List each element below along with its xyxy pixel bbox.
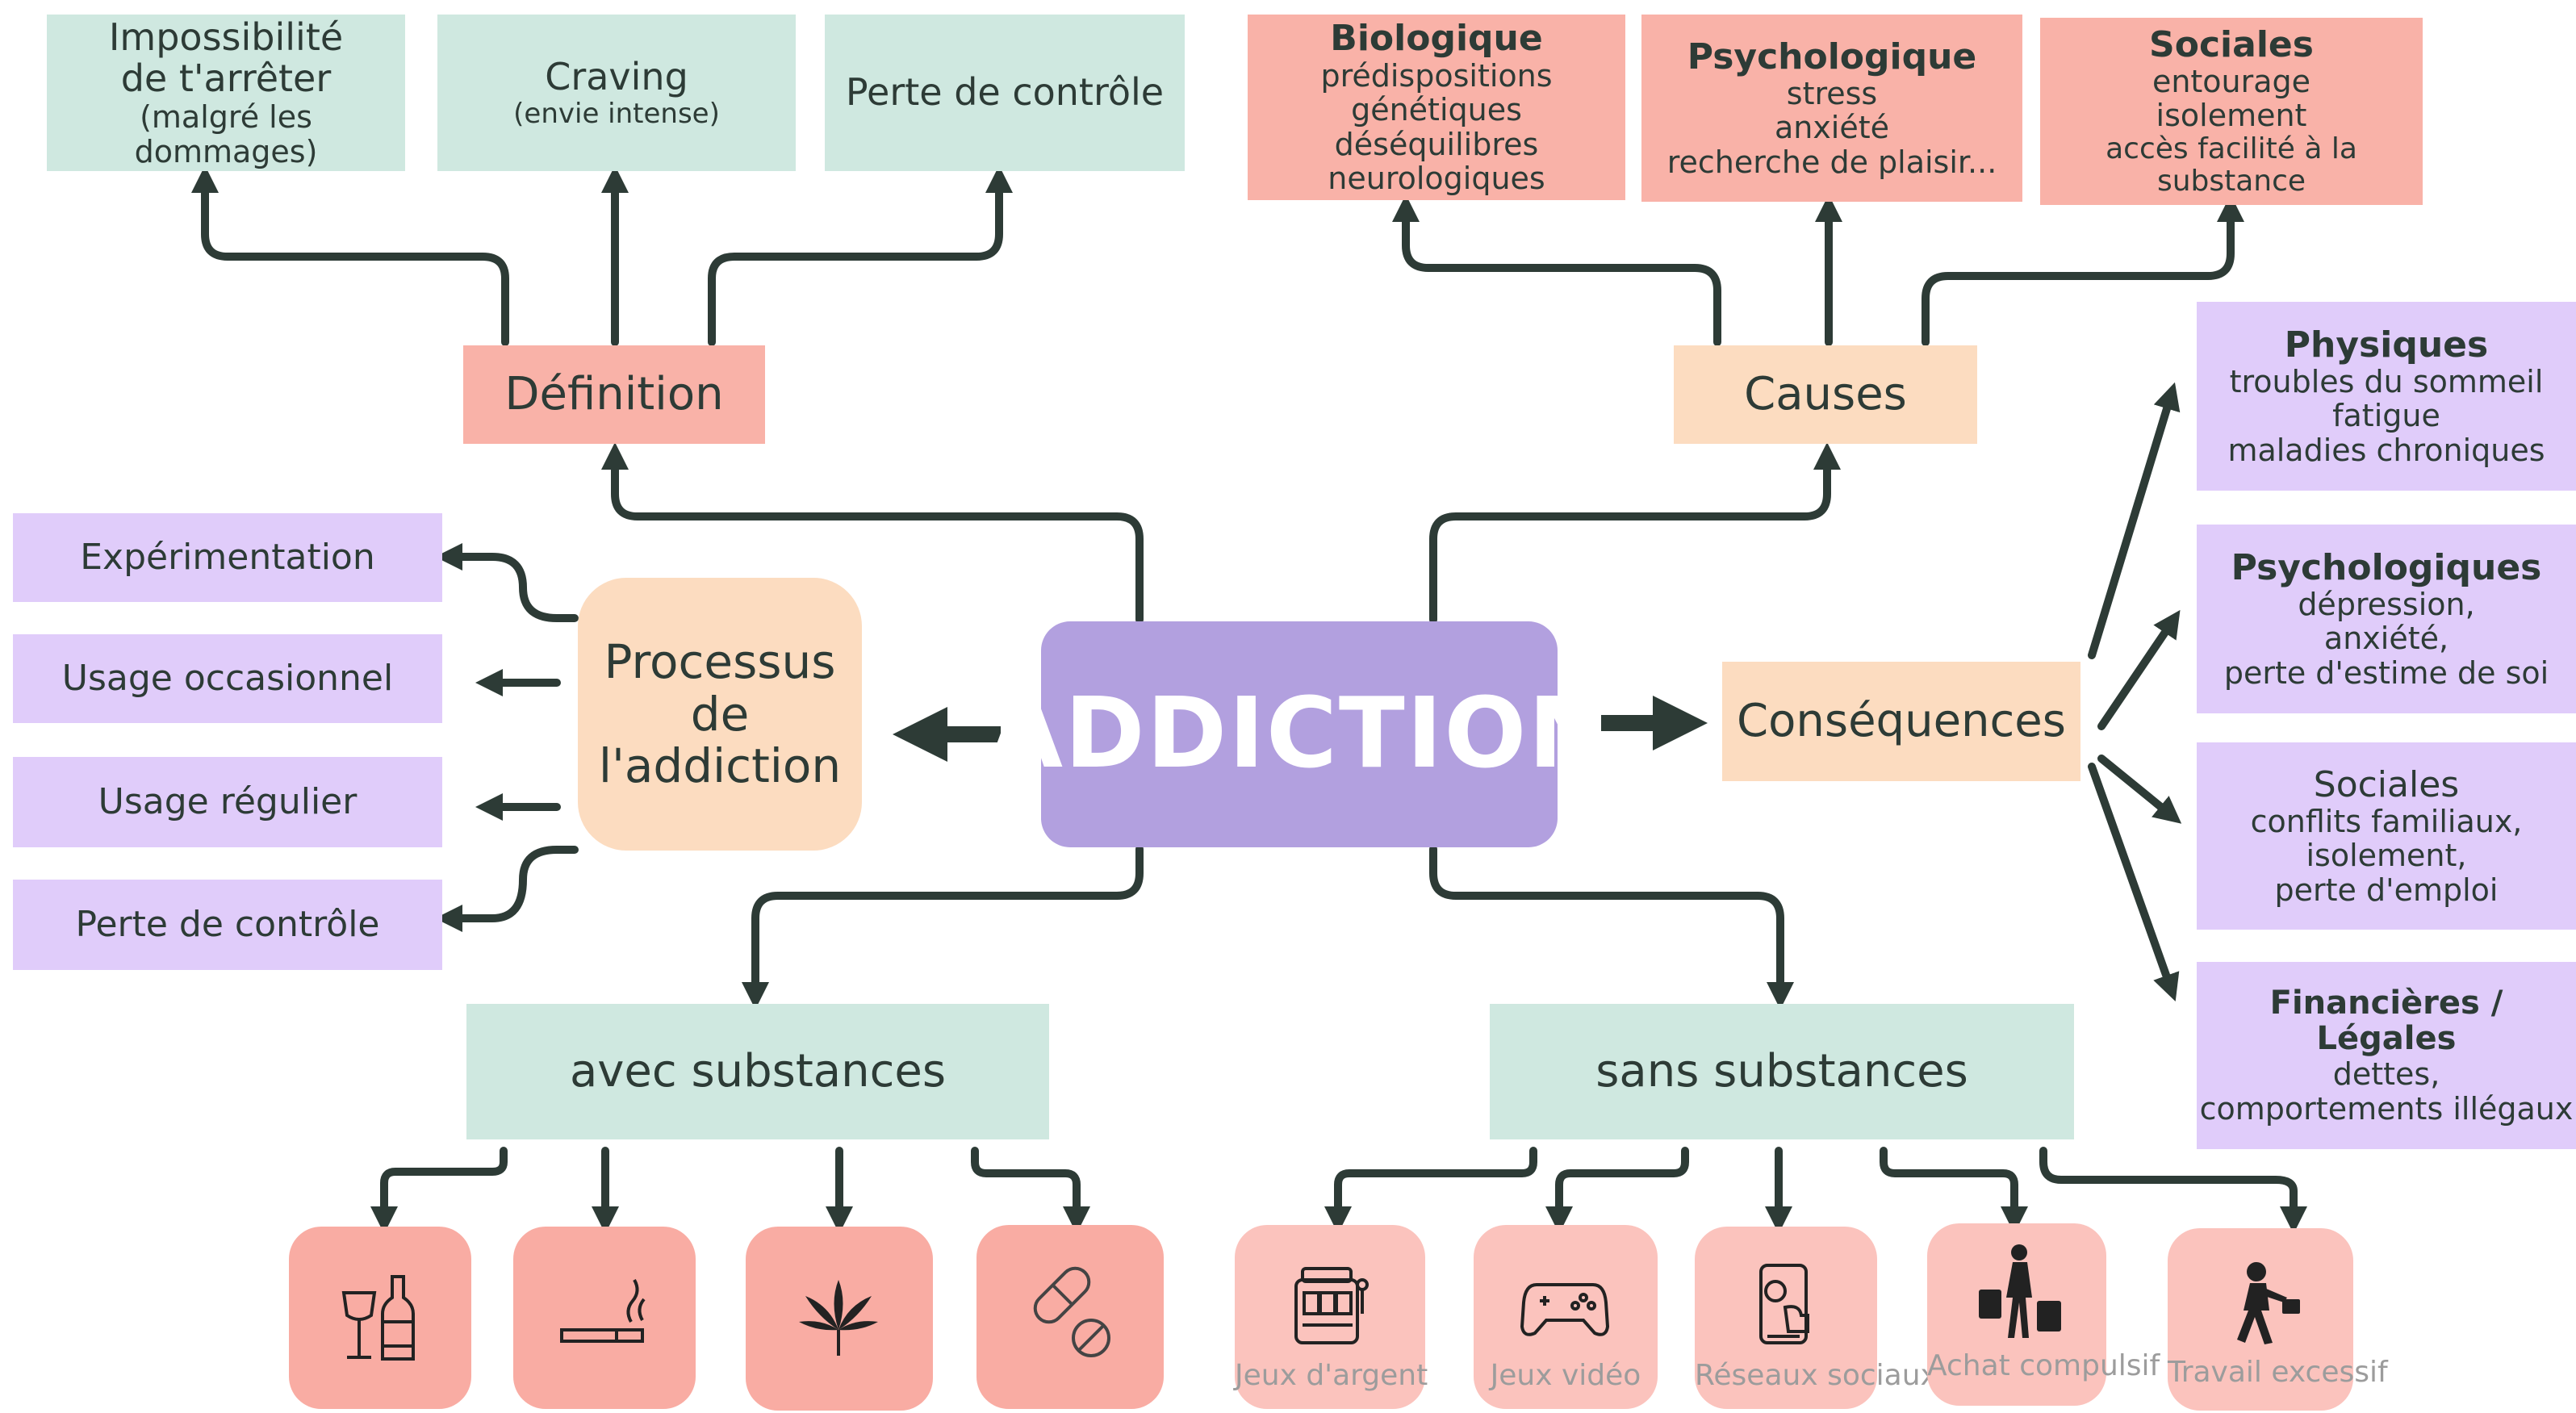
definition-node: Définition <box>463 345 765 444</box>
phone-social-icon <box>1759 1264 1809 1344</box>
consequence-psychologiques-line-1: dépression, <box>2298 586 2475 622</box>
process-step-3-label: Usage régulier <box>98 781 358 823</box>
consequences-node: Conséquences <box>1722 662 2080 781</box>
center-title: ADDICTION <box>988 677 1611 790</box>
consequence-financieres-line-2: comportements illégaux <box>2199 1090 2574 1127</box>
definition-item-1-note: (malgré les dommages) <box>134 98 318 169</box>
cannabis-leaf-icon <box>799 1280 878 1356</box>
slot-machine-icon <box>1294 1267 1369 1344</box>
cigarette-icon <box>560 1279 646 1343</box>
cause-psychologique-line-3: recherche de plaisir... <box>1666 144 1997 180</box>
consequence-physiques-title: Physiques <box>2284 324 2489 366</box>
causes-node: Causes <box>1674 345 1977 444</box>
cause-biologique-line-2: déséquilibres neurologiques <box>1328 126 1545 197</box>
process-node: Processus de l'addiction <box>578 578 862 851</box>
cause-psychologique-title: Psychologique <box>1687 36 1977 77</box>
tile-pills <box>976 1225 1164 1409</box>
cause-biologique-title: Biologique <box>1330 18 1543 60</box>
center-node: ADDICTION <box>988 621 1609 847</box>
without-substances-node: sans substances <box>1490 1004 2074 1139</box>
pills-icon <box>1033 1266 1110 1357</box>
cause-sociales: Sociales entourage isolement accès facil… <box>2040 18 2423 205</box>
consequence-psychologiques-title: Psychologiques <box>2231 546 2542 588</box>
consequence-sociales-line-1: conflits familiaux, <box>2250 803 2523 839</box>
running-businessman-icon <box>2237 1262 2300 1344</box>
caption-social-media: Réseaux sociaux <box>1695 1359 1938 1392</box>
definition-item-1-title: Impossibilité de t'arrêter <box>108 15 344 101</box>
tile-videogames: Jeux vidéo <box>1474 1225 1658 1409</box>
cause-sociales-line-3: accès facilité à la substance <box>2106 132 2357 199</box>
caption-videogames: Jeux vidéo <box>1490 1359 1641 1392</box>
consequence-sociales: Sociales conflits familiaux, isolement, … <box>2197 742 2576 930</box>
tile-overwork: Travail excessif <box>2168 1228 2388 1411</box>
consequence-physiques-line-2: fatigue <box>2332 398 2440 434</box>
definition-item-1: Impossibilité de t'arrêter (malgré les d… <box>47 15 405 171</box>
shopping-bags-icon <box>1979 1244 2061 1338</box>
consequence-sociales-title: Sociales <box>2313 763 2460 805</box>
cause-psychologique-line-2: anxiété <box>1774 110 1890 146</box>
consequence-financieres: Financières / Légales dettes, comporteme… <box>2197 962 2576 1149</box>
consequence-financieres-line-1: dettes, <box>2332 1056 2440 1093</box>
definition-item-2: Craving (envie intense) <box>437 15 796 171</box>
consequence-sociales-line-2: isolement, <box>2306 838 2467 874</box>
tile-shopping: Achat compulsif <box>1927 1223 2160 1406</box>
definition-item-2-note: (envie intense) <box>513 97 720 130</box>
definition-item-3: Perte de contrôle <box>825 15 1185 171</box>
cause-sociales-line-1: entourage <box>2152 63 2311 99</box>
cause-psychologique: Psychologique stress anxiété recherche d… <box>1641 15 2022 202</box>
caption-gambling: Jeux d'argent <box>1235 1359 1428 1392</box>
process-step-3: Usage régulier <box>13 757 442 847</box>
causes-label: Causes <box>1744 367 1907 420</box>
cause-sociales-title: Sociales <box>2149 23 2314 65</box>
consequences-label: Conséquences <box>1737 694 2066 747</box>
cause-biologique: Biologique prédispositions génétiques dé… <box>1248 15 1625 200</box>
process-step-2: Usage occasionnel <box>13 634 442 723</box>
with-substances-label: avec substances <box>569 1044 947 1097</box>
consequence-physiques-line-3: maladies chroniques <box>2227 432 2545 468</box>
tile-social-media: Réseaux sociaux <box>1695 1227 1938 1409</box>
process-step-2-label: Usage occasionnel <box>61 658 394 700</box>
wine-bottle-glass-icon <box>341 1275 415 1361</box>
cause-biologique-line-1: prédispositions génétiques <box>1320 57 1553 128</box>
consequence-physiques-line-1: troubles du sommeil <box>2229 363 2544 399</box>
cause-psychologique-line-1: stress <box>1786 75 1878 111</box>
caption-shopping: Achat compulsif <box>1927 1349 2160 1382</box>
tile-alcohol <box>289 1227 471 1409</box>
definition-item-3-title: Perte de contrôle <box>845 70 1165 115</box>
process-step-4: Perte de contrôle <box>13 880 442 970</box>
tile-tobacco <box>513 1227 696 1409</box>
without-substances-label: sans substances <box>1595 1044 1968 1097</box>
process-step-4-label: Perte de contrôle <box>75 904 380 946</box>
consequence-physiques: Physiques troubles du sommeil fatigue ma… <box>2197 302 2576 491</box>
definition-label: Définition <box>504 367 724 420</box>
with-substances-node: avec substances <box>466 1004 1049 1139</box>
consequence-psychologiques-line-3: perte d'estime de soi <box>2223 654 2549 691</box>
gamepad-icon <box>1520 1283 1609 1336</box>
consequence-psychologiques-line-2: anxiété, <box>2323 621 2449 657</box>
consequence-sociales-line-3: perte d'emploi <box>2274 872 2499 908</box>
consequence-psychologiques: Psychologiques dépression, anxiété, pert… <box>2197 525 2576 713</box>
process-step-1-label: Expérimentation <box>80 537 375 579</box>
tile-cannabis <box>746 1227 933 1411</box>
process-step-1: Expérimentation <box>13 513 442 602</box>
caption-overwork: Travail excessif <box>2168 1356 2388 1389</box>
tile-gambling: Jeux d'argent <box>1235 1225 1428 1409</box>
process-label: Processus de l'addiction <box>598 633 842 794</box>
consequence-financieres-title: Financières / Légales <box>2269 984 2503 1058</box>
cause-sociales-line-2: isolement <box>2156 98 2307 134</box>
definition-item-2-title: Craving <box>545 55 688 99</box>
